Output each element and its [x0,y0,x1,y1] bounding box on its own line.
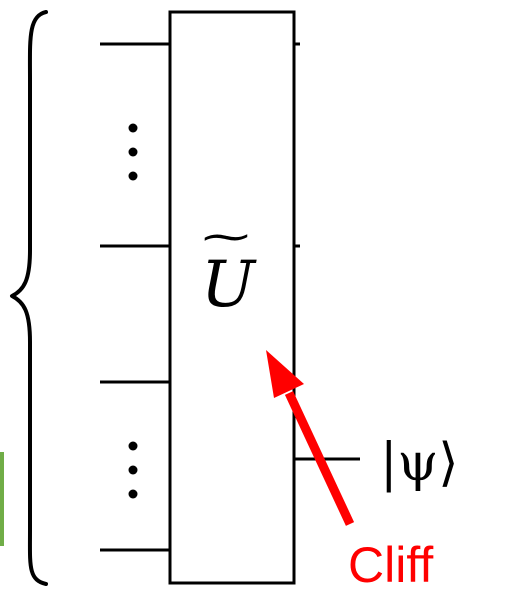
vertical-ellipsis-top [128,123,138,181]
red-arrow [266,350,355,526]
output-ket-label: |ψ⟩ [380,433,459,493]
vertical-ellipsis-bottom [128,441,138,499]
left-curly-brace [10,10,48,586]
gate-label: U [201,248,257,322]
gate-tilde: ~ [198,213,255,260]
cliff-annotation: Cliff [348,537,433,591]
unitary-gate-box [168,10,296,585]
green-bar [0,452,4,546]
